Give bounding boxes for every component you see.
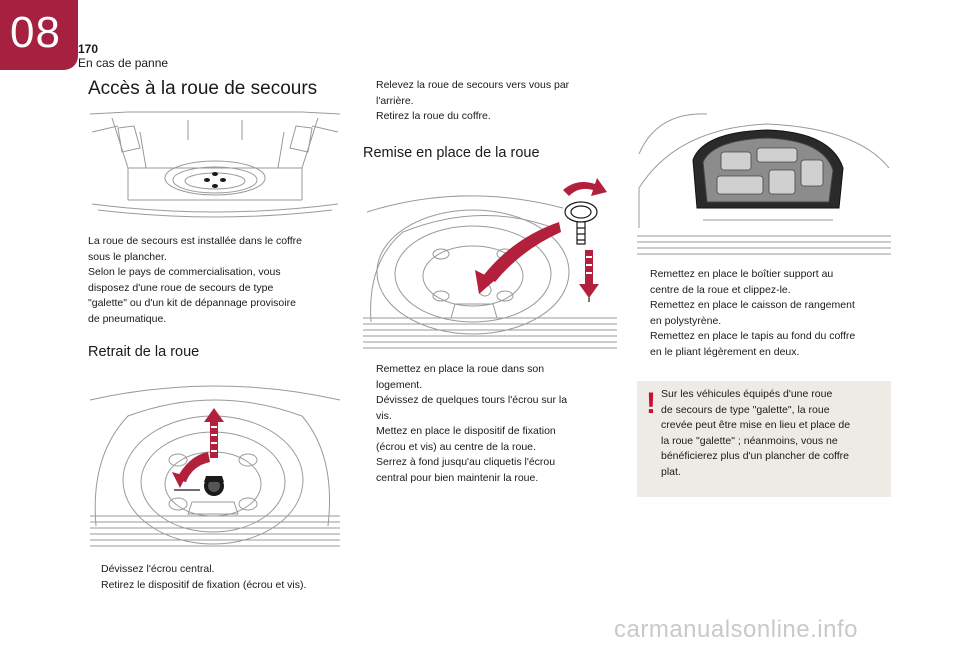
warning-note-box: ! Sur les véhicules équipés d'une roue d… bbox=[637, 381, 891, 497]
section-name: En cas de panne bbox=[78, 56, 169, 70]
removal-steps-list: Dévissez l'écrou central. Retirez le dis… bbox=[88, 562, 306, 593]
removal-steps-continued-list: Relevez la roue de secours vers vous par… bbox=[363, 78, 613, 125]
list-item: Mettez en place le dispositif de fixatio… bbox=[376, 425, 556, 453]
trunk-overview-illustration bbox=[88, 108, 342, 220]
list-item: Dévissez l'écrou central. bbox=[101, 563, 215, 575]
chapter-number: 08 bbox=[10, 8, 61, 57]
wheel-refit-illustration bbox=[363, 172, 617, 354]
list-item: Retirez le dispositif de fixation (écrou… bbox=[101, 578, 307, 591]
watermark: carmanualsonline.info bbox=[614, 616, 858, 643]
page-title: Accès à la roue de secours bbox=[88, 78, 318, 99]
wheel-removal-illustration bbox=[88, 376, 342, 554]
warning-note-text: Sur les véhicules équipés d'une roue de … bbox=[661, 388, 851, 478]
list-item: Remettez en place le caisson de rangemen… bbox=[650, 299, 855, 327]
page-number: 170 bbox=[78, 42, 99, 56]
warning-exclamation-icon: ! bbox=[646, 387, 656, 420]
list-item: Dévissez de quelques tours l'écrou sur l… bbox=[376, 394, 568, 422]
list-item: Retirez la roue du coffre. bbox=[376, 110, 491, 122]
chapter-tab: 08 bbox=[0, 0, 78, 70]
storage-box-illustration bbox=[637, 108, 891, 260]
section-title-removal: Retrait de la roue bbox=[88, 344, 200, 360]
list-item: Serrez à fond jusqu'au cliquetis l'écrou… bbox=[376, 456, 556, 484]
section-title-refit: Remise en place de la roue bbox=[363, 145, 540, 161]
list-item: Relevez la roue de secours vers vous par… bbox=[376, 79, 570, 107]
list-item: Remettez en place le tapis au fond du co… bbox=[650, 330, 856, 358]
intro-paragraph: La roue de secours est installée dans le… bbox=[88, 235, 303, 325]
